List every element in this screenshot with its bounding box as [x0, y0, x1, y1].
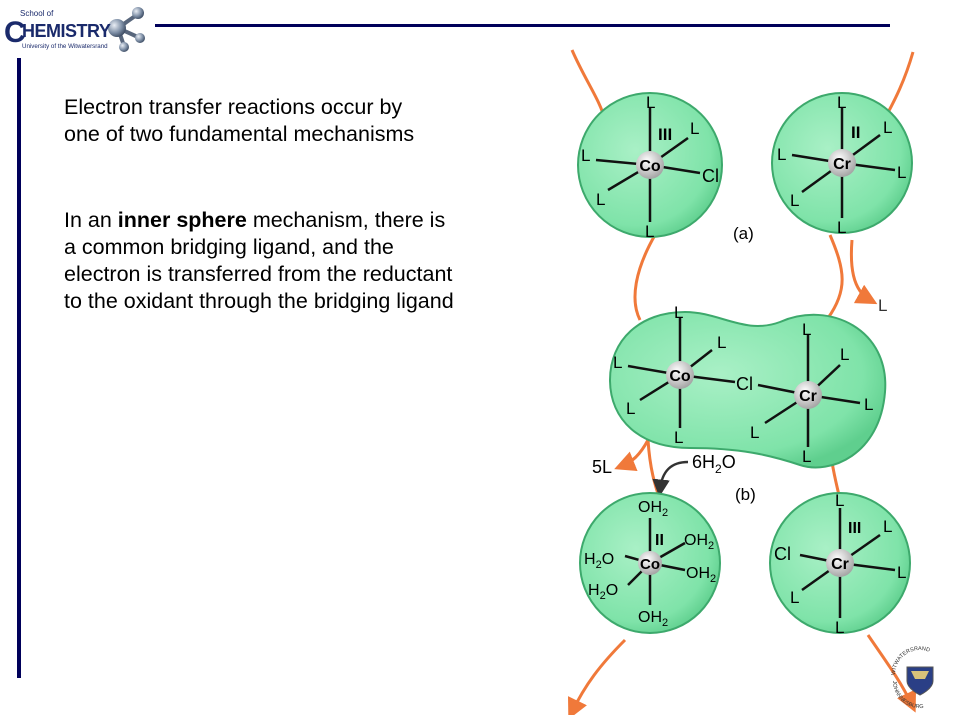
label-a: (a) — [733, 224, 754, 243]
co-atom: Co — [640, 556, 660, 573]
ligand-l: L — [864, 395, 873, 414]
co-iii-complex: Co L L L L L Cl III — [577, 92, 723, 241]
ligand-l: L — [626, 399, 635, 418]
inner-sphere-paragraph: In an inner sphere mechanism, there is a… — [64, 207, 559, 315]
aqua-ligand: OH2 — [684, 532, 714, 552]
ligand-l: L — [790, 191, 799, 210]
ligand-l: L — [835, 618, 844, 637]
left-margin-rule — [17, 58, 21, 678]
inner-sphere-line-2: a common bridging ligand, and the — [64, 235, 394, 259]
cr-ii-complex: Cr L L L L L L II — [771, 92, 913, 237]
aqua-ligand: OH2 — [638, 609, 668, 629]
intro-line-2: one of two fundamental mechanisms — [64, 122, 415, 146]
aqua-ligand: H2O — [588, 582, 618, 602]
ligand-l: L — [646, 93, 655, 112]
molecule-icon — [108, 7, 145, 52]
ligand-l: L — [674, 428, 683, 447]
label-b: (b) — [735, 485, 756, 504]
left-path-bottom — [568, 638, 627, 715]
cr-atom: Cr — [799, 388, 817, 405]
inner-sphere-term: inner sphere — [117, 208, 247, 232]
ligand-l: L — [837, 218, 846, 237]
university-crest-logo: WITWATERSRAND JOHANNESBURG — [891, 646, 934, 710]
right-path-mid — [826, 234, 844, 319]
oxidation-state-iii: III — [658, 125, 672, 144]
ligand-l: L — [883, 517, 892, 536]
logo-chemistry: HEMISTRY — [22, 21, 111, 41]
leaving-ligand-l: L — [878, 296, 887, 315]
right-path-top — [883, 51, 915, 119]
cr-atom: Cr — [833, 156, 851, 173]
ligand-l: L — [802, 320, 811, 339]
co-ii-aqua-complex: Co OH2 OH2 OH2 OH2 H2O H2O II — [579, 492, 721, 634]
water-entering-arrow — [652, 460, 689, 497]
line1-pre: In an — [64, 208, 118, 232]
oxidation-state-ii: II — [851, 123, 860, 142]
ligand-l: L — [750, 423, 759, 442]
header-rule — [155, 24, 890, 27]
cr-atom: Cr — [831, 556, 849, 573]
ligand-l: L — [802, 447, 811, 466]
l-leaving-arrow — [849, 239, 878, 305]
ligand-l: L — [837, 93, 846, 112]
left-path-mid — [633, 234, 657, 321]
cr-iii-chloro-complex: Cr L L Cl L L L III — [769, 491, 911, 637]
oxidation-state-iii: III — [848, 520, 861, 537]
five-l-label: 5L — [592, 457, 612, 477]
school-of-chemistry-logo: School of C HEMISTRY University of the W… — [4, 7, 145, 52]
ligand-l: L — [690, 119, 699, 138]
ligand-l: L — [645, 222, 654, 241]
co-atom: Co — [639, 158, 661, 175]
bridging-cl: Cl — [736, 374, 753, 394]
co-atom: Co — [669, 368, 691, 385]
six-water-label: 6H2O — [692, 452, 736, 476]
inner-sphere-line-1: In an inner sphere mechanism, there is — [64, 207, 559, 234]
left-path-lower — [646, 439, 662, 501]
ligand-l: L — [897, 563, 906, 582]
logo-university: University of the Witwatersrand — [22, 43, 108, 50]
left-path-top — [570, 49, 607, 121]
bridged-intermediate: Co Cr Cl L L L L L L L L L L — [608, 303, 887, 469]
ligand-l: L — [790, 588, 799, 607]
ligand-l: L — [596, 190, 605, 209]
ligand-cl: Cl — [774, 544, 791, 564]
reaction-paths — [568, 49, 917, 715]
inner-sphere-line-3: electron is transferred from the reducta… — [64, 262, 453, 286]
ligand-cl: Cl — [702, 166, 719, 186]
aqua-ligand: H2O — [584, 551, 614, 571]
ligand-l: L — [883, 118, 892, 137]
oxidation-state-ii: II — [655, 532, 664, 549]
inner-sphere-mechanism-diagram: Co L L L L L Cl III Cr L L L L L L II (a… — [568, 49, 917, 715]
aqua-ligand: OH2 — [686, 565, 716, 585]
intro-line-1: Electron transfer reactions occur by — [64, 95, 403, 119]
ligand-l: L — [840, 345, 849, 364]
logo-c-initial: C — [4, 16, 26, 49]
right-path-bottom — [866, 634, 917, 713]
ligand-l: L — [581, 146, 590, 165]
aqua-ligand: OH2 — [638, 499, 668, 519]
inner-sphere-line-4: to the oxidant through the bridging liga… — [64, 289, 454, 313]
ligand-l: L — [835, 491, 844, 510]
ligand-l: L — [777, 145, 786, 164]
intro-paragraph: Electron transfer reactions occur by one… — [64, 94, 534, 148]
line1-post: mechanism, there is — [246, 208, 446, 232]
ligand-l: L — [674, 303, 683, 322]
ligand-l: L — [613, 353, 622, 372]
ligand-l: L — [897, 163, 906, 182]
five-l-leaving-arrow — [614, 439, 650, 472]
logo-school-of: School of — [20, 9, 54, 18]
ligand-l: L — [717, 333, 726, 352]
